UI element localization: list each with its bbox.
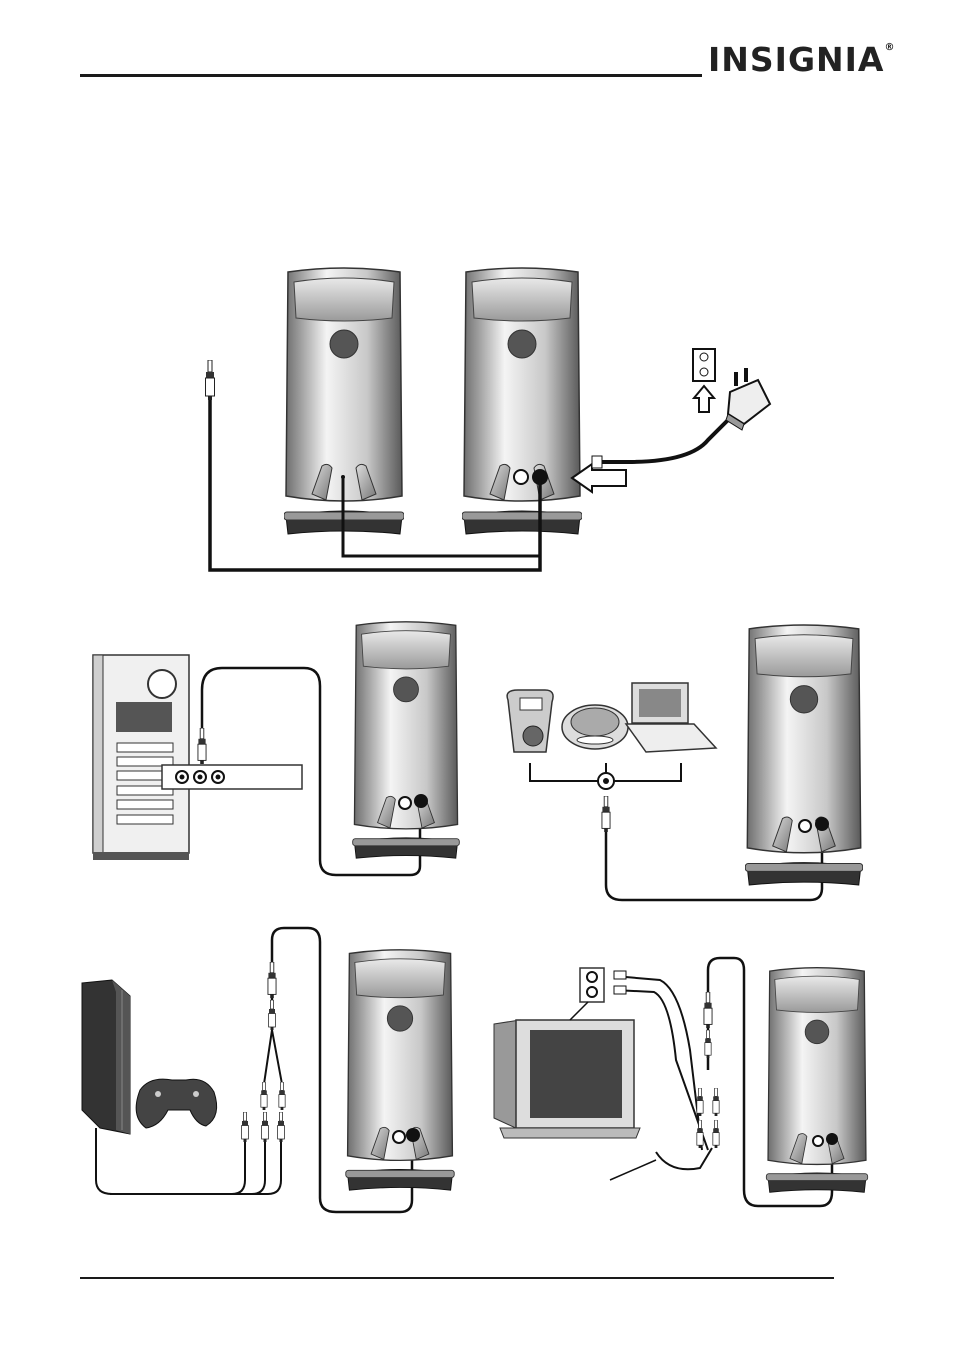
rca-plug-icon xyxy=(713,1120,719,1148)
console-diagram xyxy=(82,928,454,1212)
audio-plug-icon xyxy=(206,360,215,400)
rca-plug-icon xyxy=(279,1082,285,1110)
computer-tower-icon xyxy=(93,655,189,860)
portable-diagram xyxy=(507,625,863,900)
mp3-player-icon xyxy=(507,690,553,752)
audio-plug-icon xyxy=(704,992,712,1028)
wall-outlet-icon xyxy=(693,349,715,412)
rca-plug-icon xyxy=(697,1088,703,1116)
audio-plug-icon xyxy=(198,728,206,764)
rca-plug-icon xyxy=(261,1082,267,1110)
tv-diagram xyxy=(494,958,868,1206)
right-speaker xyxy=(462,268,582,534)
game-console-icon xyxy=(82,980,130,1134)
television-icon xyxy=(494,1020,640,1138)
speaker xyxy=(766,968,867,1193)
audio-plug-icon xyxy=(268,962,276,998)
audio-plug-icon xyxy=(602,796,610,832)
pc-diagram xyxy=(93,622,459,875)
rca-plug-icon xyxy=(278,1112,285,1142)
audio-in-jack xyxy=(514,470,528,484)
speaker xyxy=(745,625,862,885)
callout-line xyxy=(610,1160,656,1180)
portable-dvd-icon xyxy=(626,683,716,752)
rca-plug-icon xyxy=(242,1112,249,1142)
speaker xyxy=(346,950,454,1190)
cd-player-icon xyxy=(562,705,628,749)
rca-plug-icon xyxy=(262,1112,269,1142)
game-controller-icon xyxy=(136,1079,217,1128)
speaker xyxy=(353,622,460,858)
power-adapter-icon xyxy=(726,368,770,430)
rca-plug-icon xyxy=(713,1088,719,1116)
audio-plug-icon xyxy=(269,1000,276,1030)
audio-plug-icon xyxy=(705,1030,711,1058)
setup-diagram xyxy=(206,268,771,570)
